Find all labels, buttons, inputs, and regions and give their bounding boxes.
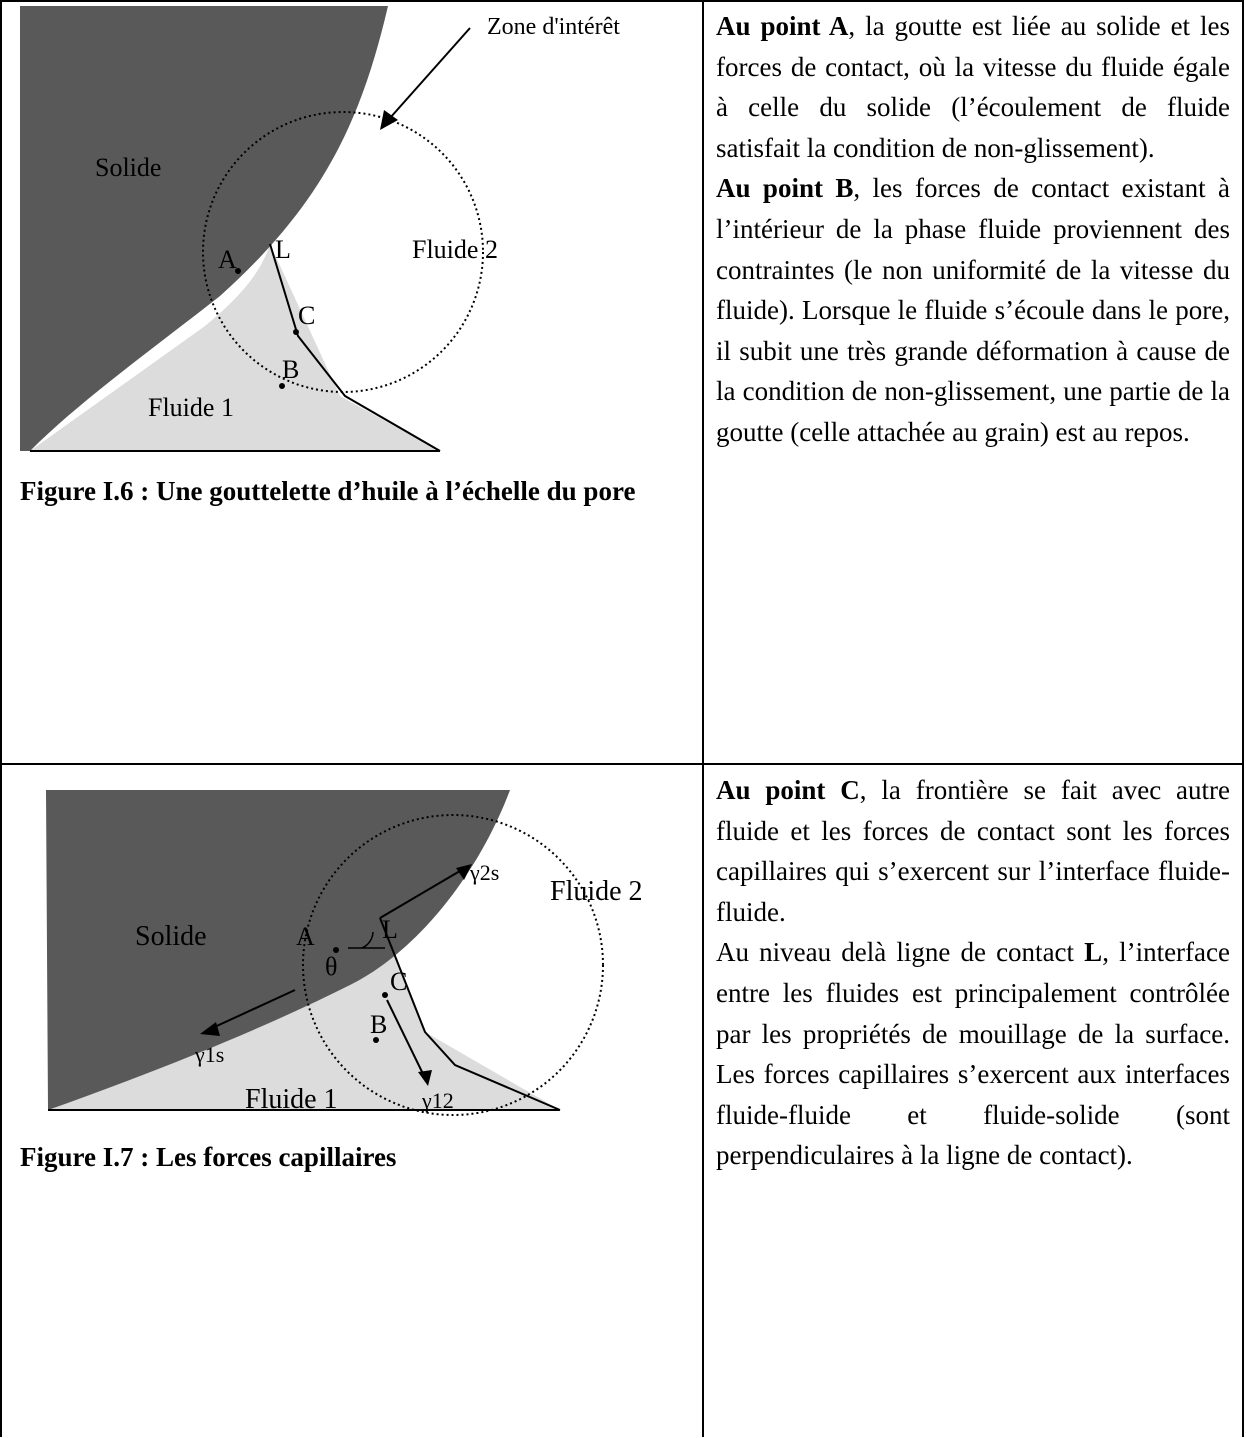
label-fluid2: Fluide 2 [550,876,643,907]
paragraph-point-c: Au point C, la frontière se fait avec au… [716,770,1230,932]
point-a-text: , la goutte est liée au solide et les fo… [716,11,1230,163]
figure-6-diagram: Zone d'intérêt Solide Fluide 2 Fluide 1 … [20,6,680,458]
label-point-b: B [282,355,299,384]
fluid1-region [48,918,560,1110]
table-column-divider [702,0,704,1437]
zone-circle [302,814,604,1116]
label-gamma-2s: γ2s [469,860,499,885]
figure-7-caption: Figure I.7 : Les forces capillaires [20,1142,397,1172]
label-point-l: L [275,235,291,264]
label-solid: Solide [95,153,161,182]
label-point-c: C [390,967,407,996]
line-l-heading: L [1084,937,1103,968]
label-gamma-12: γ12 [421,1088,454,1113]
label-fluid1: Fluide 1 [245,1084,338,1115]
label-point-b: B [370,1010,387,1039]
text-block-point-c-line-l: Au point C, la frontière se fait avec au… [716,770,1230,1176]
solid-region [46,790,510,1110]
figure-6-caption: Figure I.6 : Une gouttelette d’huile à l… [20,476,636,506]
label-point-a: A [296,922,315,951]
table-border-right [1242,0,1244,1437]
label-fluid1: Fluide 1 [148,393,234,422]
point-a-heading: Au point A [716,11,849,41]
table-row-divider [0,763,1244,765]
paragraph-point-a: Au point A, la goutte est liée au solide… [716,6,1230,168]
table-border-top [0,0,1244,2]
point-c-heading: Au point C [716,775,860,805]
label-theta: θ [325,952,337,981]
point-b-text: , les forces de contact existant à l’int… [716,173,1230,447]
label-point-l: L [382,915,398,944]
label-zone: Zone d'intérêt [487,14,620,40]
paragraph-point-b: Au point B, les forces de contact exista… [716,168,1230,452]
line-l-text: , l’interface entre les fluides est prin… [716,937,1230,1171]
label-point-a: A [218,245,237,274]
paragraph-line-l: Au niveau delà ligne de contact L, l’int… [716,932,1230,1176]
label-solid: Solide [135,921,207,952]
solid-region [20,6,388,451]
fluid1-region [30,244,440,451]
figure-7-diagram: Solide Fluide 2 Fluide 1 A L C B θ γ2s γ… [40,790,680,1120]
label-point-c: C [298,301,315,330]
zone-circle [202,111,484,393]
text-block-points-a-b: Au point A, la goutte est liée au solide… [716,6,1230,453]
point-b-heading: Au point B [716,173,854,204]
label-fluid2: Fluide 2 [412,235,498,264]
line-l-intro: Au niveau delà ligne de contact [716,937,1085,968]
label-gamma-1s: γ1s [194,1042,224,1067]
point-c-text: , la frontière se fait avec autre fluide… [716,775,1230,927]
table-border-left [0,0,2,1437]
